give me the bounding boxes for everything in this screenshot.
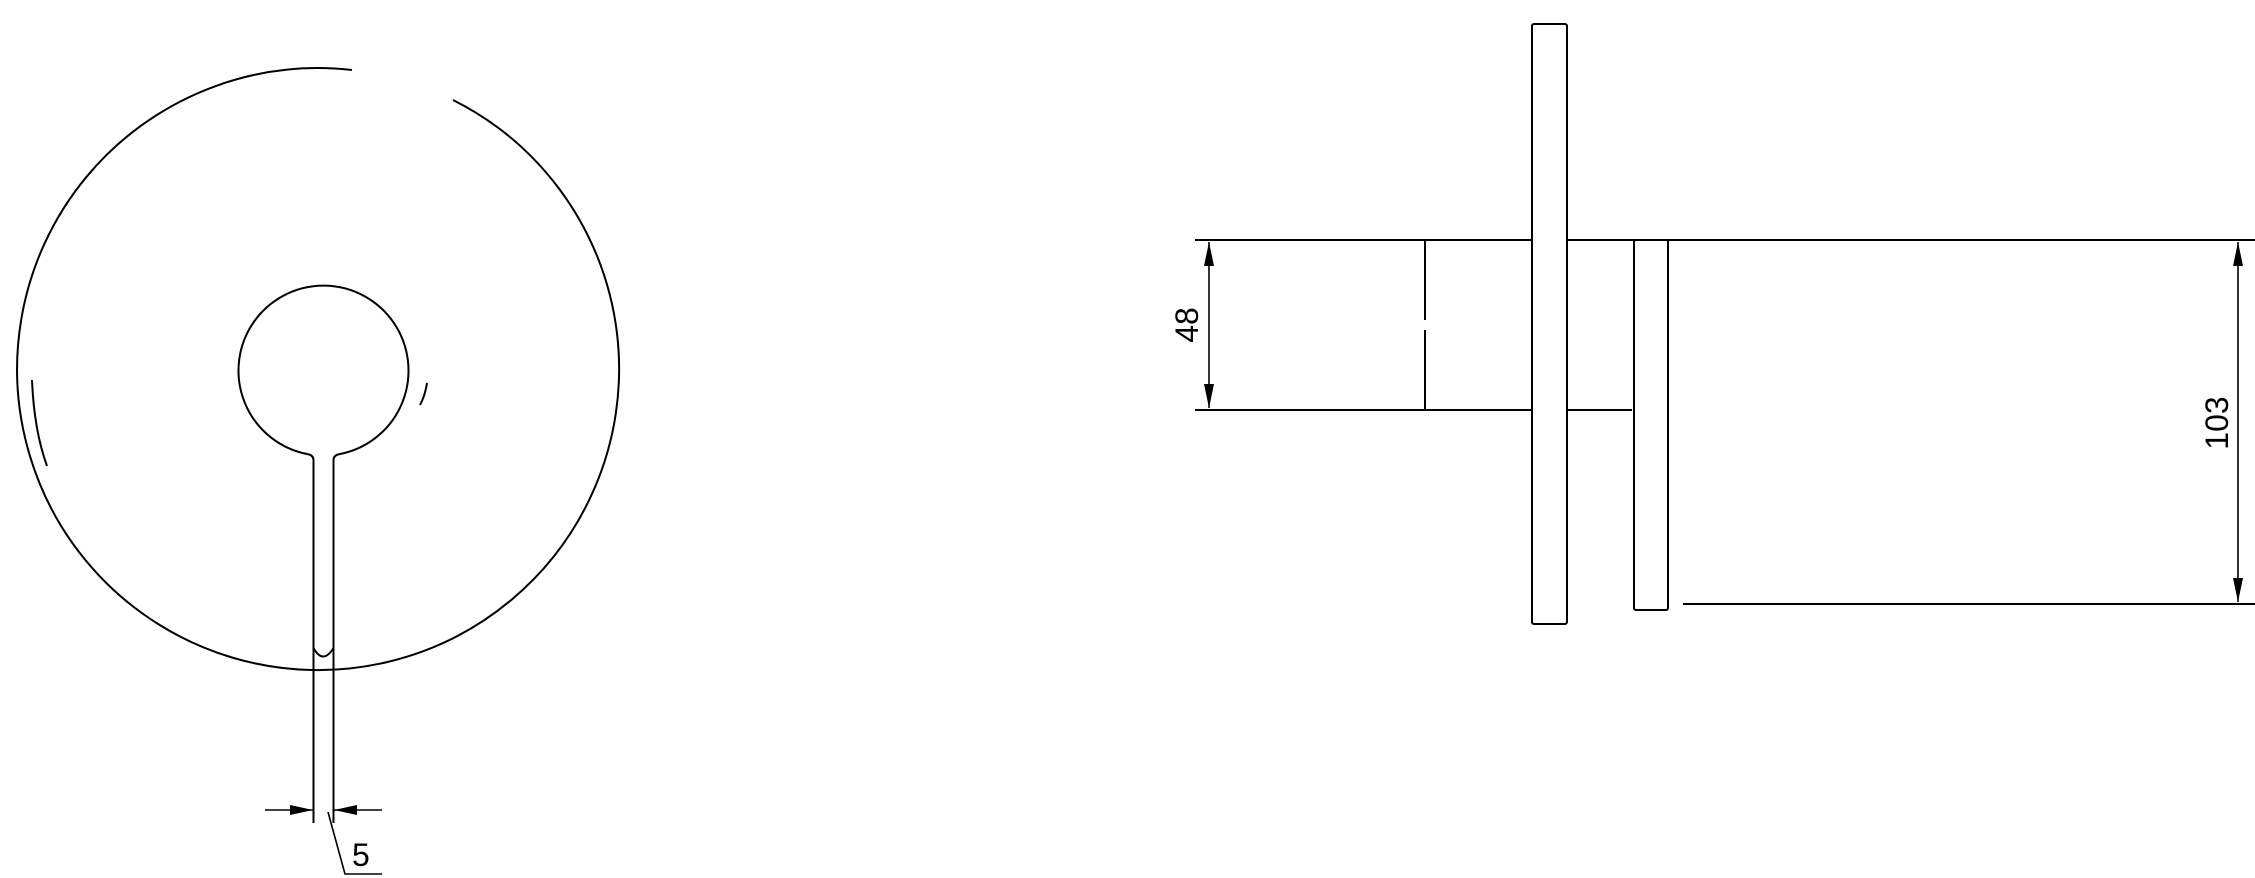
dimension-label-103: 103: [2199, 396, 2235, 449]
front-view: 5: [16, 67, 621, 875]
dimension-plate-height: 103: [2199, 242, 2243, 602]
dimension-stem-width: 5: [265, 805, 382, 875]
cover-plate-side: [1633, 239, 1669, 611]
handle-slot-end: [312, 647, 335, 658]
handle-outline: [237, 284, 410, 823]
cover-plate-edge-mark: [419, 382, 428, 406]
side-view: 48 103: [1169, 23, 2255, 625]
cover-plate-inner-edge: [31, 379, 48, 467]
dimension-body-height: 48: [1169, 242, 1214, 408]
cover-plate-outline: [16, 67, 621, 672]
wall-plate: [1531, 23, 1568, 625]
dimension-label-5: 5: [352, 837, 370, 873]
dimension-label-48: 48: [1169, 307, 1205, 343]
